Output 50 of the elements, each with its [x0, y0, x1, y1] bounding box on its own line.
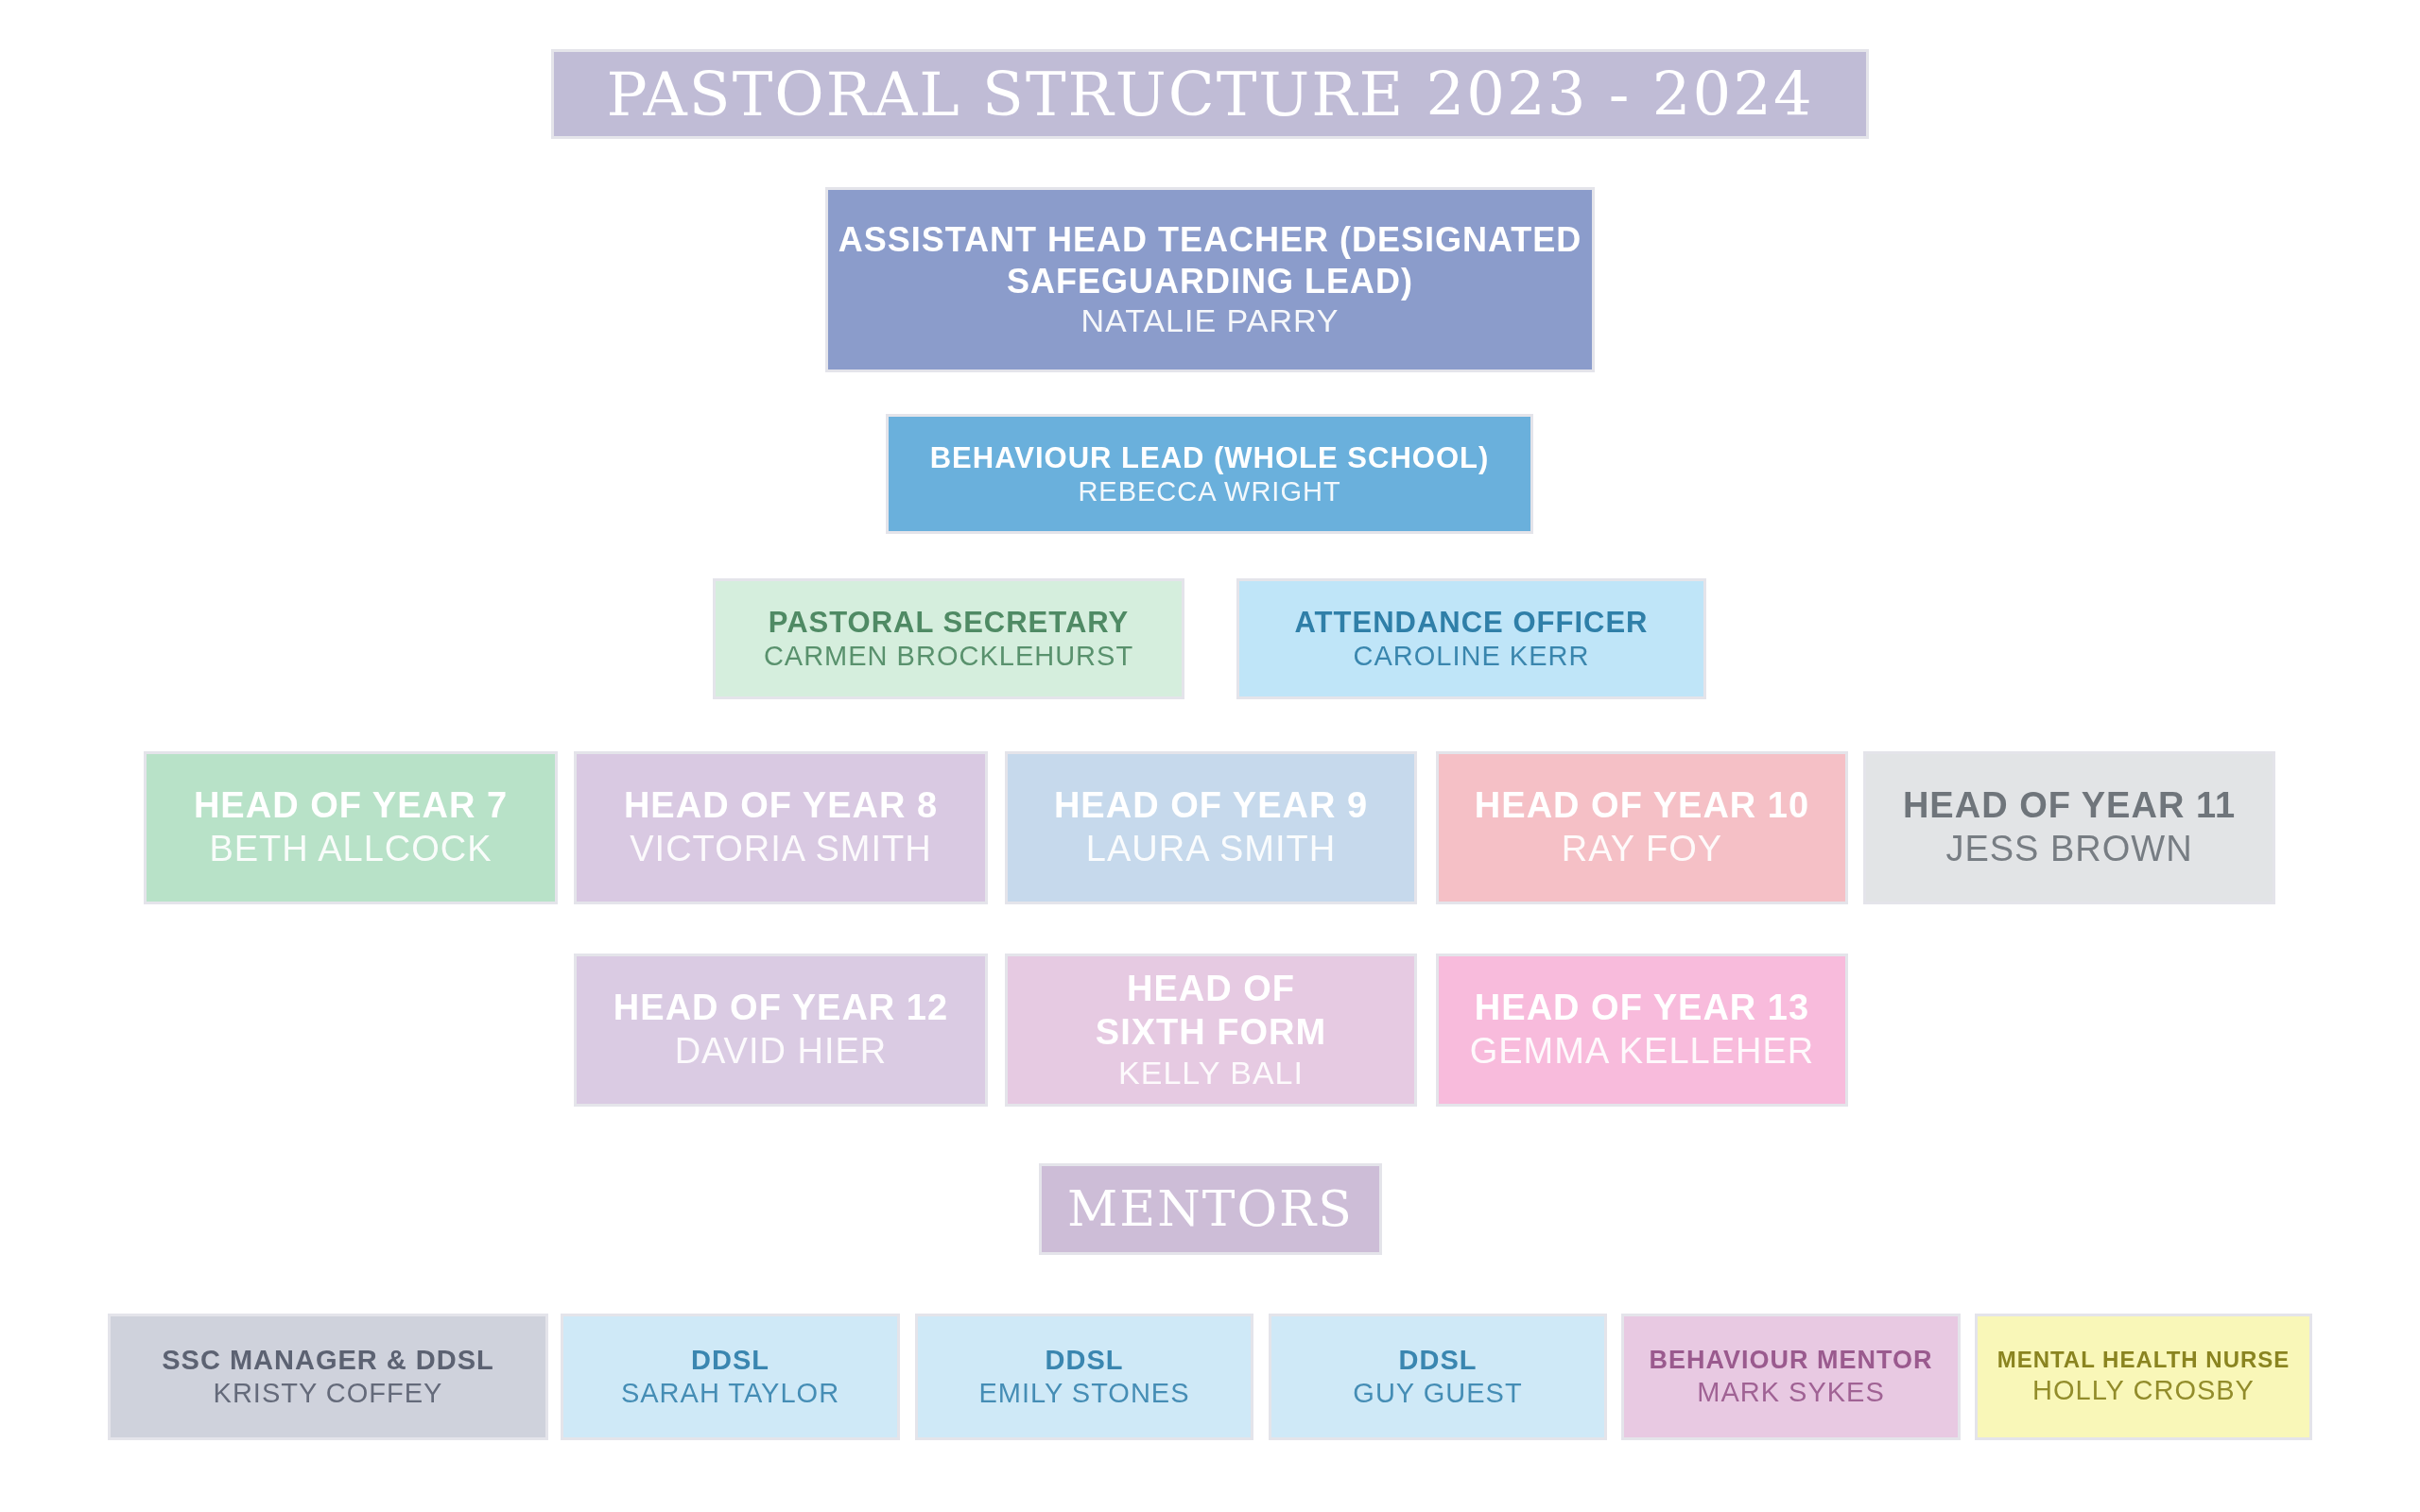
person-name: REBECCA WRIGHT — [1078, 474, 1341, 508]
role-title: HEAD OF YEAR 7 — [193, 784, 509, 828]
role-title: SSC MANAGER & DDSL — [162, 1344, 494, 1377]
role-box — [1436, 954, 1848, 1107]
role-title: DDSL — [691, 1344, 769, 1377]
role-box — [825, 187, 1595, 372]
role-title: BEHAVIOUR LEAD (WHOLE SCHOOL) — [929, 439, 1490, 475]
person-name: MARK SYKES — [1697, 1375, 1885, 1409]
role-box — [1621, 1314, 1961, 1440]
role-box — [1005, 751, 1417, 904]
role-title: MENTAL HEALTH NURSE — [1996, 1347, 2290, 1374]
role-box — [915, 1314, 1253, 1440]
role-box — [1436, 751, 1848, 904]
title: PASTORAL STRUCTURE 2023 - 2024 — [551, 49, 1869, 139]
section-heading-box — [1039, 1163, 1382, 1255]
person-name: GUY GUEST — [1353, 1377, 1523, 1410]
role-box — [561, 1314, 900, 1440]
role-title: HEAD OF YEAR 10 — [1474, 784, 1810, 828]
role-box — [574, 954, 988, 1107]
role-box — [574, 751, 988, 904]
section-heading: MENTORS — [1067, 1179, 1354, 1239]
person-name: CARMEN BROCKLEHURST — [763, 640, 1134, 673]
role-box — [713, 578, 1184, 699]
person-name: SARAH TAYLOR — [620, 1377, 840, 1410]
person-name: JESS BROWN — [1945, 828, 2193, 870]
role-title: HEAD OF YEAR 13 — [1474, 987, 1810, 1030]
role-title: HEAD OF YEAR 11 — [1902, 784, 2237, 828]
role-title: BEHAVIOUR MENTOR — [1649, 1345, 1933, 1376]
person-name: HOLLY CROSBY — [2032, 1374, 2255, 1407]
role-box — [886, 414, 1533, 534]
role-box — [144, 751, 558, 904]
role-title: DDSL — [1398, 1344, 1478, 1377]
role-title: DDSL — [1045, 1344, 1124, 1377]
person-name: CAROLINE KERR — [1353, 640, 1590, 673]
person-name: RAY FOY — [1561, 828, 1723, 870]
role-box — [1269, 1314, 1607, 1440]
role-title: ASSISTANT HEAD TEACHER (DESIGNATED SAFEGUARDING LEAD) — [837, 219, 1583, 301]
role-title: ATTENDANCE OFFICER — [1294, 605, 1649, 641]
person-name: BETH ALLCOCK — [209, 828, 493, 870]
role-box — [1863, 751, 2275, 904]
role-title: PASTORAL SECRETARY — [768, 605, 1130, 641]
person-name: NATALIE PARRY — [1080, 301, 1340, 340]
role-box — [108, 1314, 548, 1440]
role-box — [1005, 954, 1417, 1107]
person-name: GEMMA KELLEHER — [1469, 1030, 1815, 1073]
role-title: HEAD OF YEAR 9 — [1053, 784, 1369, 828]
person-name: KRISTY COFFEY — [213, 1377, 443, 1410]
role-box — [1975, 1314, 2312, 1440]
role-box — [1236, 578, 1706, 699]
person-name: EMILY STONES — [978, 1377, 1190, 1410]
